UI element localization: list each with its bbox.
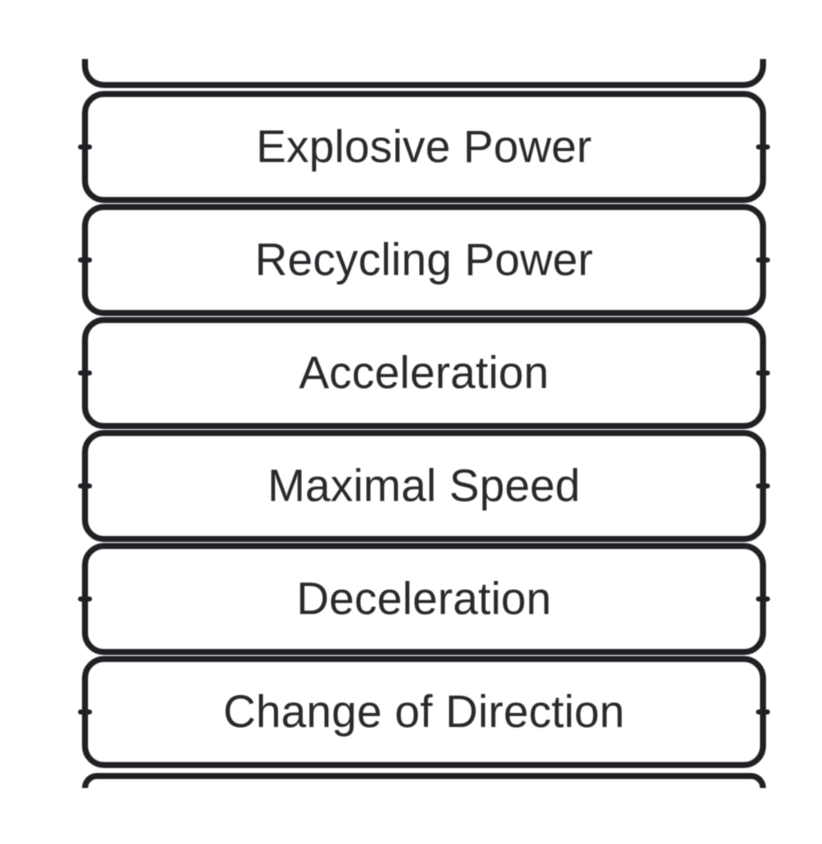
diagram-node: Explosive Power — [78, 91, 770, 203]
connector-stub-left-icon — [78, 483, 92, 489]
node-label: Deceleration — [296, 573, 552, 624]
connector-stub-left-icon — [78, 370, 92, 376]
connector-stub-right-icon — [756, 370, 770, 376]
connector-stub-right-icon — [756, 709, 770, 715]
connector-stub-left-icon — [78, 596, 92, 602]
clipped-node-top — [82, 59, 766, 88]
connector-stub-right-icon — [756, 483, 770, 489]
connector-stub-right-icon — [756, 257, 770, 263]
node-label: Acceleration — [298, 347, 550, 398]
diagram-node: Maximal Speed — [78, 430, 770, 542]
node-label: Maximal Speed — [267, 460, 581, 511]
node-label: Recycling Power — [254, 234, 594, 285]
diagram-node: Deceleration — [78, 543, 770, 655]
clipped-node-bottom — [82, 773, 766, 788]
diagram-node: Acceleration — [78, 317, 770, 429]
connector-stub-right-icon — [756, 596, 770, 602]
connector-stub-left-icon — [78, 257, 92, 263]
connector-stub-right-icon — [756, 144, 770, 150]
diagram-node: Change of Direction — [78, 656, 770, 768]
node-label: Explosive Power — [256, 121, 592, 172]
connector-stub-left-icon — [78, 144, 92, 150]
connector-stub-left-icon — [78, 709, 92, 715]
node-label: Change of Direction — [223, 686, 625, 737]
diagram-node: Recycling Power — [78, 204, 770, 316]
